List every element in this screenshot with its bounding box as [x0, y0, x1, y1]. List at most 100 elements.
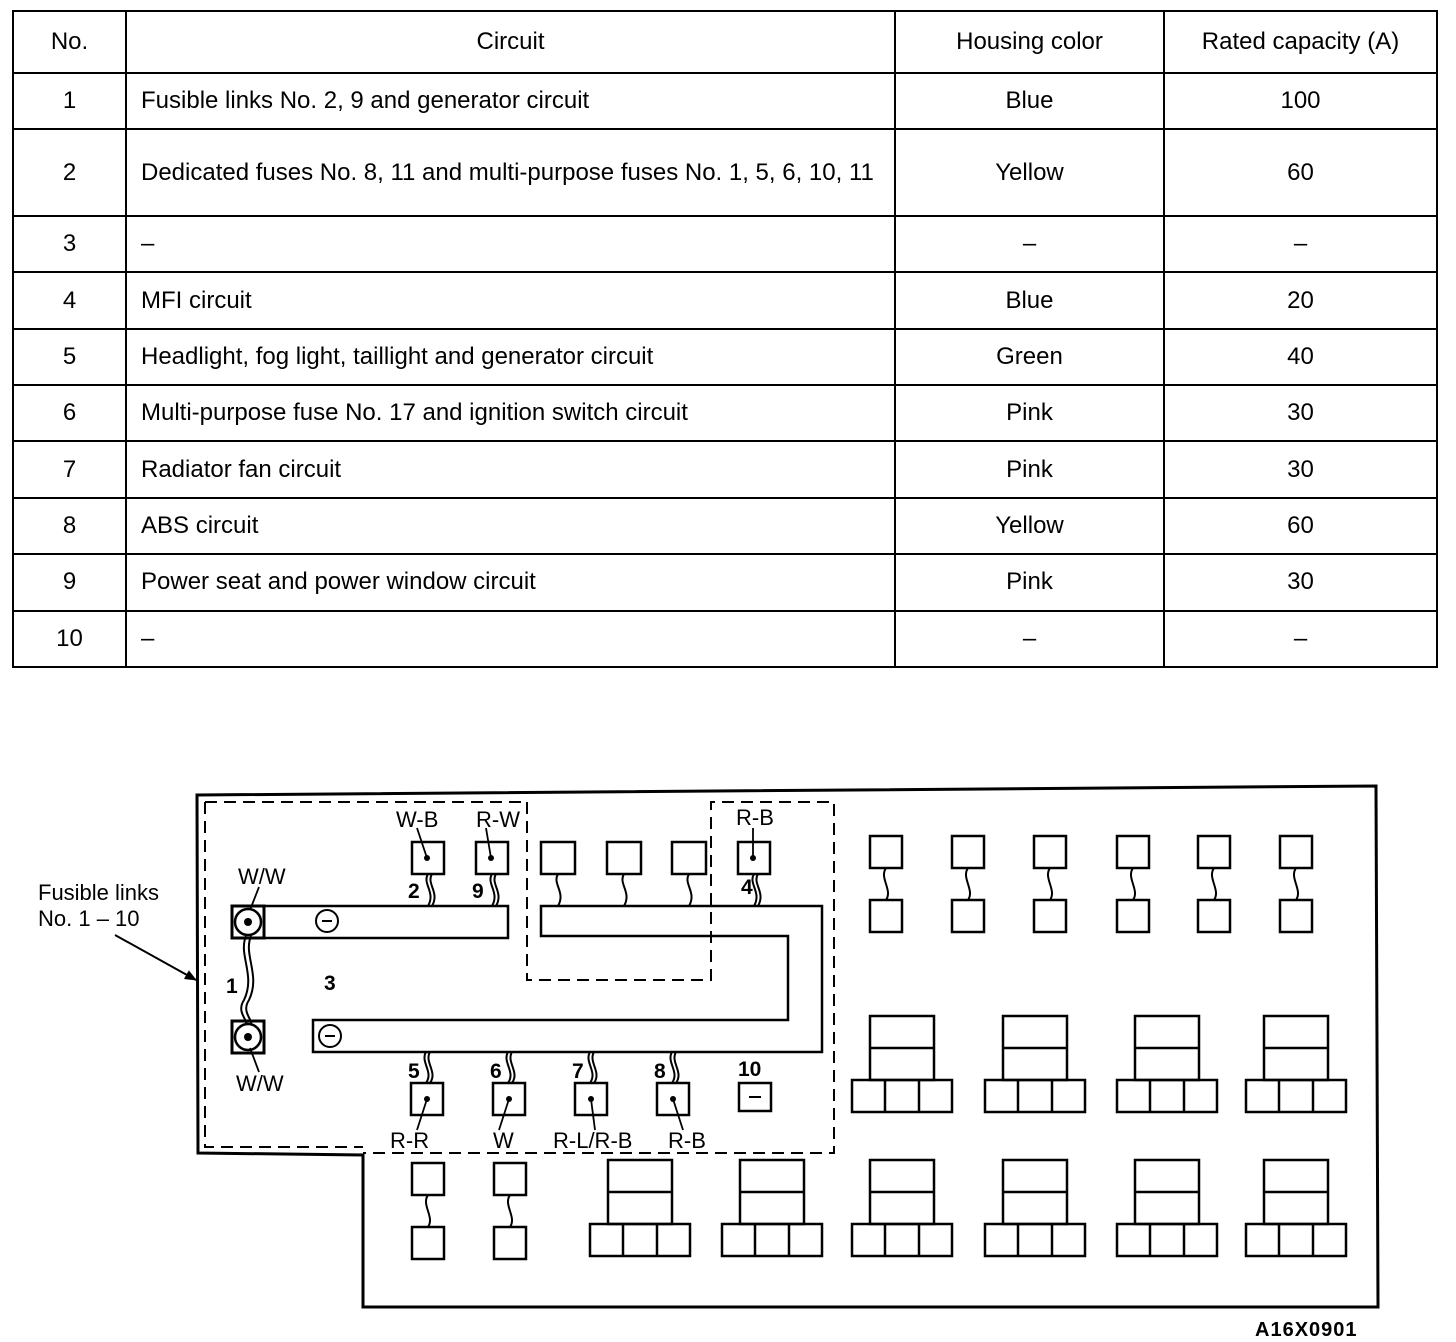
cell-no: 2: [12, 128, 127, 217]
wire-color-label: W-B: [396, 807, 438, 832]
link-3-terminals: [315, 909, 342, 1048]
cell-rated-capacity: 60: [1163, 496, 1438, 556]
table-row: 8 ABS circuit Yellow 60: [12, 496, 1438, 556]
table-row: 7 Radiator fan circuit Pink 30: [12, 440, 1438, 499]
relay-base: [720, 1222, 824, 1258]
cell-rated-capacity: 20: [1163, 271, 1438, 330]
header-rated-capacity: Rated capacity (A): [1163, 10, 1438, 74]
cell-circuit: Fusible links No. 2, 9 and generator cir…: [125, 71, 896, 131]
fuse-wire: [1211, 867, 1217, 901]
wire-color-label: W/W: [238, 864, 286, 889]
link-1-wire: [245, 935, 255, 1025]
fuse-terminal: [492, 1225, 528, 1261]
relay-block: [850, 1158, 954, 1258]
fuse-pair: [868, 834, 904, 934]
fuse-pair: [410, 1161, 446, 1261]
table-row: 10 – – –: [12, 609, 1438, 669]
fuse-terminal: [410, 1161, 446, 1197]
relay-grid: [588, 1014, 1348, 1258]
cell-rated-capacity: –: [1163, 609, 1438, 669]
cell-housing-color: Pink: [894, 440, 1165, 499]
cell-no: 4: [12, 271, 127, 330]
cell-circuit: Headlight, fog light, taillight and gene…: [125, 327, 896, 387]
relay-base: [1115, 1078, 1219, 1114]
cell-housing-color: –: [894, 609, 1165, 669]
fuse-terminal: [1196, 834, 1232, 870]
link-number: 7: [572, 1060, 584, 1083]
blank-terminal: [670, 840, 708, 876]
table-row: 9 Power seat and power window circuit Pi…: [12, 553, 1438, 612]
cell-housing-color: Blue: [894, 71, 1165, 131]
callout-label: No. 1 – 10: [38, 906, 140, 931]
cell-housing-color: Yellow: [894, 496, 1165, 556]
fuse-terminal: [1278, 898, 1314, 934]
callout-label: Fusible links: [38, 880, 159, 905]
cell-rated-capacity: 30: [1163, 553, 1438, 612]
cell-no: 6: [12, 384, 127, 443]
cell-rated-capacity: 40: [1163, 327, 1438, 387]
cell-no: 8: [12, 496, 127, 556]
callout-arrow: [114, 934, 197, 981]
wire-color-label: W: [493, 1128, 514, 1153]
fuse-terminal: [1278, 834, 1314, 870]
table-header-row: No. Circuit Housing color Rated capacity…: [12, 10, 1438, 74]
fuse-box-outline: [195, 784, 1380, 1309]
link-1-wire: [240, 935, 250, 1025]
wire-color-label: R-W: [476, 807, 520, 832]
right-bus-bar: [311, 904, 824, 1054]
fusible-link-table: No. Circuit Housing color Rated capacity…: [12, 10, 1438, 669]
fuse-wire: [425, 1194, 431, 1228]
relay-block: [588, 1158, 692, 1258]
cell-housing-color: Pink: [894, 553, 1165, 612]
cell-housing-color: –: [894, 214, 1165, 274]
link-number: 2: [408, 880, 420, 903]
cell-no: 1: [12, 71, 127, 131]
fuse-terminal: [492, 1161, 528, 1197]
relay-base: [983, 1222, 1087, 1258]
bottom-link-wires: [423, 1051, 680, 1084]
link-10-terminal: [737, 1081, 773, 1113]
cell-housing-color: Blue: [894, 271, 1165, 330]
cell-circuit: Multi-purpose fuse No. 17 and ignition s…: [125, 384, 896, 443]
cell-housing-color: Pink: [894, 384, 1165, 443]
upper-bus-bar: [230, 904, 510, 940]
cell-circuit: –: [125, 609, 896, 669]
cell-circuit: MFI circuit: [125, 271, 896, 330]
link-number: 5: [408, 1060, 420, 1083]
cell-rated-capacity: 30: [1163, 440, 1438, 499]
bottom-link-terminals: [409, 1081, 773, 1117]
relay-base: [1115, 1222, 1219, 1258]
leader-lines: [249, 827, 754, 1131]
cell-housing-color: Yellow: [894, 128, 1165, 217]
link-number: 8: [654, 1060, 666, 1083]
relay-base: [983, 1078, 1087, 1114]
relay-base: [588, 1222, 692, 1258]
fuse-terminal: [868, 834, 904, 870]
fuse-terminal: [1115, 898, 1151, 934]
fuse-pair: [1196, 834, 1232, 934]
link-1-bottom-terminal: [230, 1019, 266, 1055]
link-number: 9: [472, 880, 484, 903]
cell-rated-capacity: 100: [1163, 71, 1438, 131]
cell-no: 10: [12, 609, 127, 669]
wire-color-label: R-L/R-B: [553, 1128, 632, 1153]
relay-base: [1244, 1222, 1348, 1258]
fusible-link-block-outline: [204, 801, 835, 1154]
cell-no: 7: [12, 440, 127, 499]
relay-block: [1244, 1014, 1348, 1114]
fuse-wire: [507, 1194, 513, 1228]
cell-circuit: ABS circuit: [125, 496, 896, 556]
cell-rated-capacity: 60: [1163, 128, 1438, 217]
fuse-terminal: [410, 1225, 446, 1261]
wire-color-label: R-R: [390, 1128, 429, 1153]
link-number-labels: 1 2 3 4 5 6 7 8 9 10: [226, 876, 761, 1083]
link-number: 1: [226, 975, 238, 998]
diagram-labels: Fusible links No. 1 – 10 W-B R-W R-B W/W…: [38, 805, 774, 1153]
fuse-terminal: [1115, 834, 1151, 870]
screw-icon: [244, 1033, 252, 1041]
fuse-pair: [492, 1161, 528, 1261]
cell-circuit: –: [125, 214, 896, 274]
relay-block: [850, 1014, 954, 1114]
relay-block: [983, 1158, 1087, 1258]
table-row: 3 – – –: [12, 214, 1438, 274]
